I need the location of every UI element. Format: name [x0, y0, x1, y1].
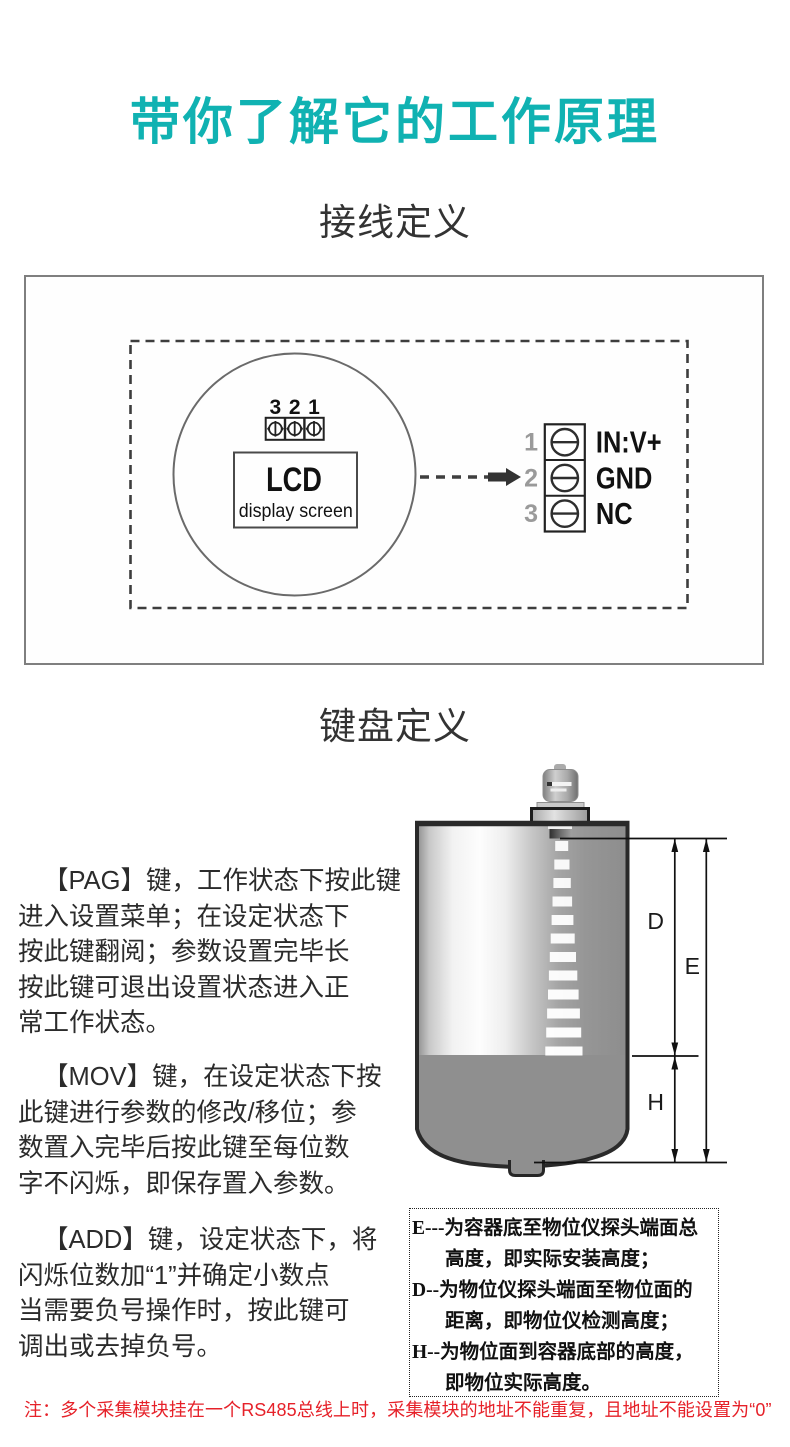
page-title: 带你了解它的工作原理: [130, 94, 660, 150]
dim-label-e: E: [685, 953, 700, 979]
pag-key-paragraph: 【PAG】键，工作状态下按此键 进入设置菜单；在设定状态下 按此键翻阅；参数设置…: [18, 864, 410, 1042]
lcd-subtitle: display screen: [239, 499, 353, 521]
dashed-enclosure: [129, 339, 689, 610]
lcd-title: LCD: [266, 460, 322, 499]
terminal-block: 1 2 3 IN:V+ GND NC: [524, 423, 662, 533]
add-line: 闪烁位数加“1”并确定小数点: [18, 1261, 330, 1290]
radar-beam: [545, 841, 583, 1056]
terminal-num-2: 2: [524, 465, 538, 493]
terminal-num-1: 1: [524, 429, 538, 457]
strip-label-1: 1: [308, 396, 320, 419]
wiring-section-heading: 接线定义: [319, 202, 471, 243]
terminal-label-inv: IN:V+: [596, 425, 662, 460]
wiring-diagram: 3 2 1 LCD display screen: [129, 339, 689, 610]
block-screws: [550, 427, 580, 529]
terminal-label-gnd: GND: [596, 461, 652, 496]
lcd-box: LCD display screen: [233, 451, 358, 529]
legend-line-d2: 距离，即物位仪检测高度；: [445, 1311, 680, 1332]
terminal-label-nc: NC: [596, 497, 633, 532]
probe-horn: [548, 825, 572, 839]
strip-screws: [267, 421, 323, 437]
arrow-connector: [420, 468, 521, 486]
strip-label-3: 3: [270, 396, 282, 419]
legend-line-h2: 即物位实际高度。: [445, 1373, 602, 1394]
dimension-legend-box: E---为容器底至物位仪探头端面总 高度，即实际安装高度； D--为物位仪探头端…: [409, 1208, 719, 1397]
mov-line: 数置入完毕后按此键至每位数: [18, 1134, 350, 1162]
add-line: 当需要负号操作时，按此键可: [18, 1297, 350, 1325]
pag-line: 常工作状态。: [18, 1009, 172, 1037]
tank-outlet-nub: [508, 1158, 545, 1177]
pag-line: 按此键可退出设置状态进入正: [18, 973, 350, 1002]
dimension-lines: [534, 837, 727, 1164]
mov-key-paragraph: 【MOV】键，在设定状态下按 此键进行参数的修改/移位；参 数置入完毕后按此键至…: [18, 1060, 410, 1202]
pag-line: 进入设置菜单；在设定状态下: [18, 902, 350, 931]
dim-label-d: D: [647, 908, 664, 934]
pag-line: 按此键翻阅；参数设置完毕长: [18, 938, 350, 966]
footnote: 注：多个采集模块挂在一个RS485总线上时，采集模块的地址不能重复，且地址不能设…: [24, 1400, 772, 1420]
mov-line: 【MOV】键，在设定状态下按: [43, 1063, 382, 1091]
tank-interior: [417, 823, 628, 1167]
keyboard-section-heading: 键盘定义: [319, 706, 471, 747]
legend-line-h1: H--为物位面到容器底部的高度，: [412, 1342, 694, 1363]
tank-diagram: D E H: [415, 764, 727, 1177]
pag-line: 【PAG】键，工作状态下按此键: [43, 867, 401, 895]
add-line: 调出或去掉负号。: [18, 1332, 223, 1361]
terminal-num-3: 3: [524, 500, 538, 528]
legend-line-e2: 高度，即实际安装高度；: [445, 1249, 660, 1270]
sensor-head: [530, 764, 590, 824]
wiring-diagram-panel: 3 2 1 LCD display screen: [24, 275, 764, 665]
sensor-flange: [530, 807, 590, 824]
add-line: 【ADD】键，设定状态下，将: [43, 1226, 378, 1254]
mov-line: 字不闪烁，即保存置入参数。: [18, 1169, 350, 1198]
liquid: [417, 1055, 628, 1167]
dimension-arrows: [671, 839, 710, 1162]
strip-label-2: 2: [289, 396, 301, 419]
dim-label-h: H: [647, 1089, 664, 1115]
mov-line: 此键进行参数的修改/移位；参: [18, 1098, 357, 1127]
add-key-paragraph: 【ADD】键，设定状态下，将 闪烁位数加“1”并确定小数点 当需要负号操作时，按…: [18, 1223, 410, 1365]
legend-line-d1: D--为物位仪探头端面至物位面的: [412, 1280, 693, 1301]
legend-line-e1: E---为容器底至物位仪探头端面总: [412, 1218, 698, 1239]
terminal-strip: 3 2 1: [264, 396, 325, 441]
